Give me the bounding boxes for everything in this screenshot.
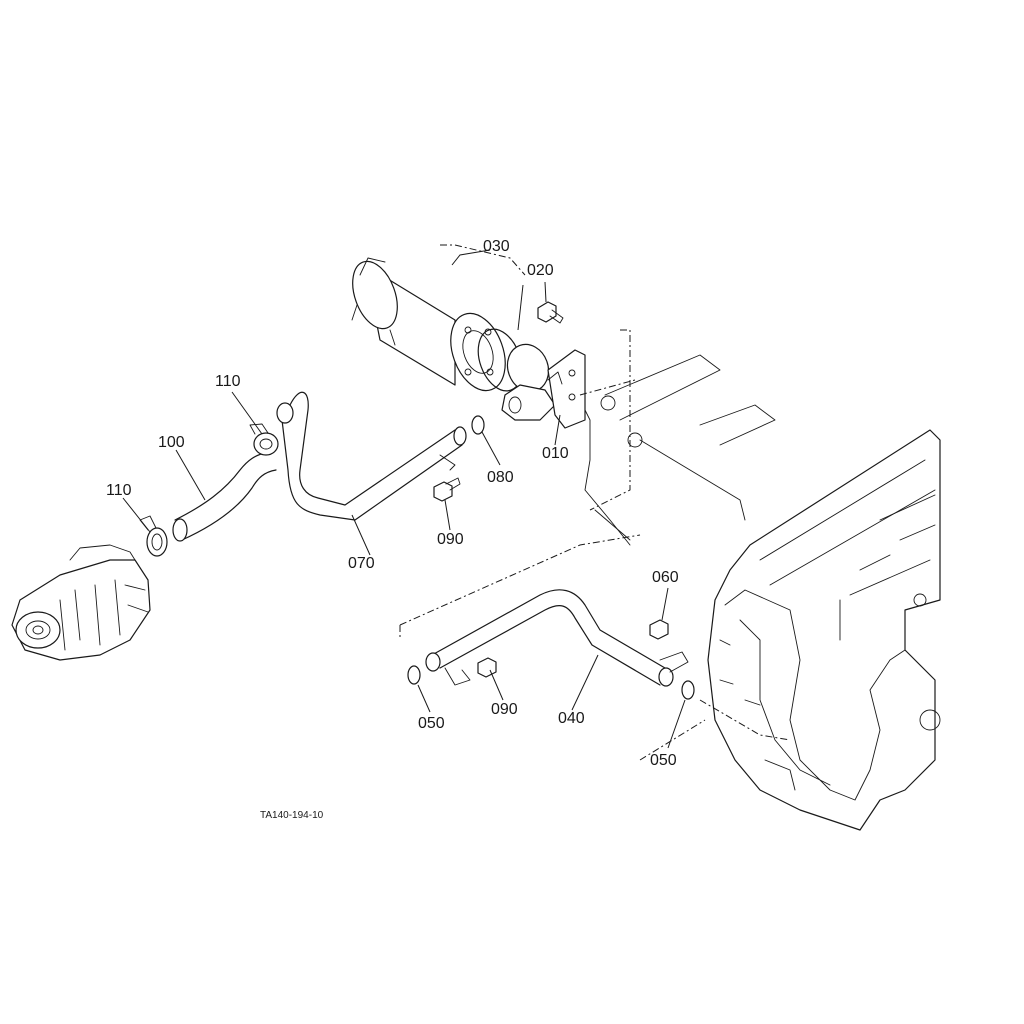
o-ring-050-left [407, 665, 421, 685]
transmission-housing [707, 429, 941, 831]
pipe-040 [425, 589, 689, 687]
o-ring-050-right [681, 680, 695, 700]
callout-080: 080 [487, 469, 514, 486]
bolt-090-upper [433, 477, 461, 502]
callout-010: 010 [542, 445, 569, 462]
callout-100: 100 [158, 434, 185, 451]
callout-110-lower: 110 [106, 482, 132, 499]
drawing-id: TA140-194-10 [260, 810, 324, 821]
callout-110-upper: 110 [215, 373, 241, 390]
bolt-090-lower [477, 657, 497, 678]
callout-labels: 030 020 010 080 090 070 110 100 110 060 … [106, 238, 679, 769]
oil-filter-030 [351, 257, 506, 392]
callout-050-left: 050 [418, 715, 445, 732]
callout-060: 060 [652, 569, 679, 586]
o-ring-080 [471, 415, 485, 435]
filter-bracket-010 [501, 343, 586, 429]
hose-clamp-110-lower [139, 515, 168, 557]
pipe-070 [276, 391, 467, 521]
callout-040: 040 [558, 710, 585, 727]
callout-070: 070 [348, 555, 375, 572]
callout-090-upper: 090 [437, 531, 464, 548]
callout-050-right: 050 [650, 752, 677, 769]
hydraulic-pump [11, 544, 151, 661]
callout-020: 020 [527, 262, 554, 279]
engine-block-outline [579, 329, 776, 546]
callout-030: 030 [483, 238, 510, 255]
bolt-020 [537, 301, 564, 324]
callout-090-lower: 090 [491, 701, 518, 718]
leader-lines [122, 249, 686, 749]
hose-100 [172, 451, 277, 542]
alignment-lines [399, 244, 791, 761]
hose-clamp-110-upper [249, 423, 279, 456]
bolt-060 [649, 619, 669, 640]
